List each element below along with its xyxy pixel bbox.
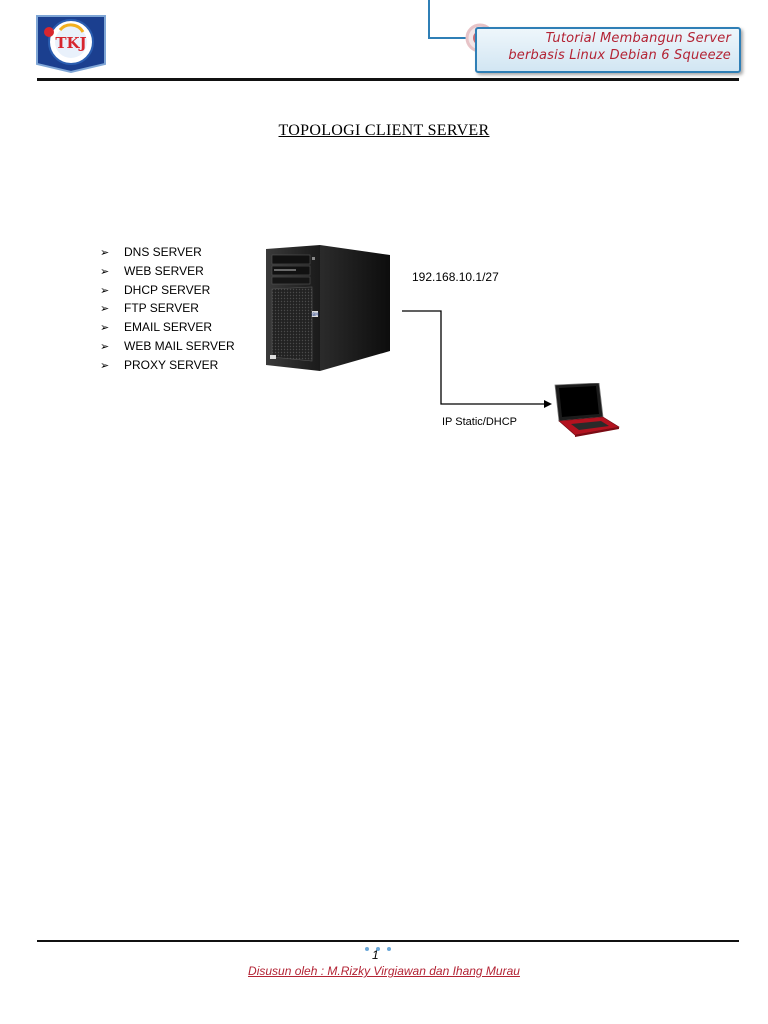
arrow-bullet-icon: ➢ <box>100 284 110 297</box>
server-brand-label: IBM <box>311 312 319 317</box>
list-item: ➢ DNS SERVER <box>100 243 235 262</box>
document-title-box: Tutorial Membangun Server berbasis Linux… <box>475 27 741 73</box>
arrow-bullet-icon: ➢ <box>100 359 110 372</box>
service-label: DNS SERVER <box>124 245 202 259</box>
document-title-line-2: berbasis Linux Debian 6 Squeeze <box>508 48 731 63</box>
list-item: ➢ WEB SERVER <box>100 262 235 281</box>
service-label: WEB MAIL SERVER <box>124 338 235 353</box>
server-ip-label: 192.168.10.1/27 <box>412 270 499 284</box>
page-number: 1 <box>372 948 379 962</box>
service-list: ➢ DNS SERVER ➢ WEB SERVER ➢ DHCP SERVER ➢ FT… <box>100 243 235 375</box>
arrow-bullet-icon: ➢ <box>100 247 110 259</box>
tkj-logo: TKJ <box>36 15 106 74</box>
footer-divider <box>37 940 739 942</box>
list-item: ➢ WEB MAIL SERVER <box>100 337 235 356</box>
footer-credit: Disusun oleh : M.Rizky Virgiawan dan Iha… <box>248 964 520 978</box>
service-label: EMAIL SERVER <box>124 320 213 335</box>
service-label: FTP SERVER <box>124 301 199 316</box>
list-item: ➢ FTP SERVER <box>100 299 235 318</box>
service-label: WEB SERVER <box>124 263 204 278</box>
list-item: ➢ EMAIL SERVER <box>100 318 235 337</box>
service-label: DHCP SERVER <box>124 282 211 297</box>
logo-text: TKJ <box>55 34 86 52</box>
laptop-client-icon <box>554 383 620 437</box>
document-title-line-1: Tutorial Membangun Server <box>545 31 731 46</box>
arrow-bullet-icon: ➢ <box>100 265 110 278</box>
arrow-bullet-icon: ➢ <box>100 303 110 316</box>
header-divider <box>37 78 739 81</box>
page-title: TOPOLOGI CLIENT SERVER <box>278 122 490 139</box>
list-item: ➢ DHCP SERVER <box>100 281 235 300</box>
arrow-bullet-icon: ➢ <box>100 322 110 335</box>
network-connection-arrow <box>402 310 552 408</box>
client-ip-label: IP Static/DHCP <box>442 416 517 428</box>
arrow-bullet-icon: ➢ <box>100 340 110 353</box>
footer-dots-decoration <box>365 947 391 951</box>
service-label: PROXY SERVER <box>124 357 219 372</box>
server-tower-icon: IBM <box>266 245 390 371</box>
list-item: ➢ PROXY SERVER <box>100 356 235 375</box>
